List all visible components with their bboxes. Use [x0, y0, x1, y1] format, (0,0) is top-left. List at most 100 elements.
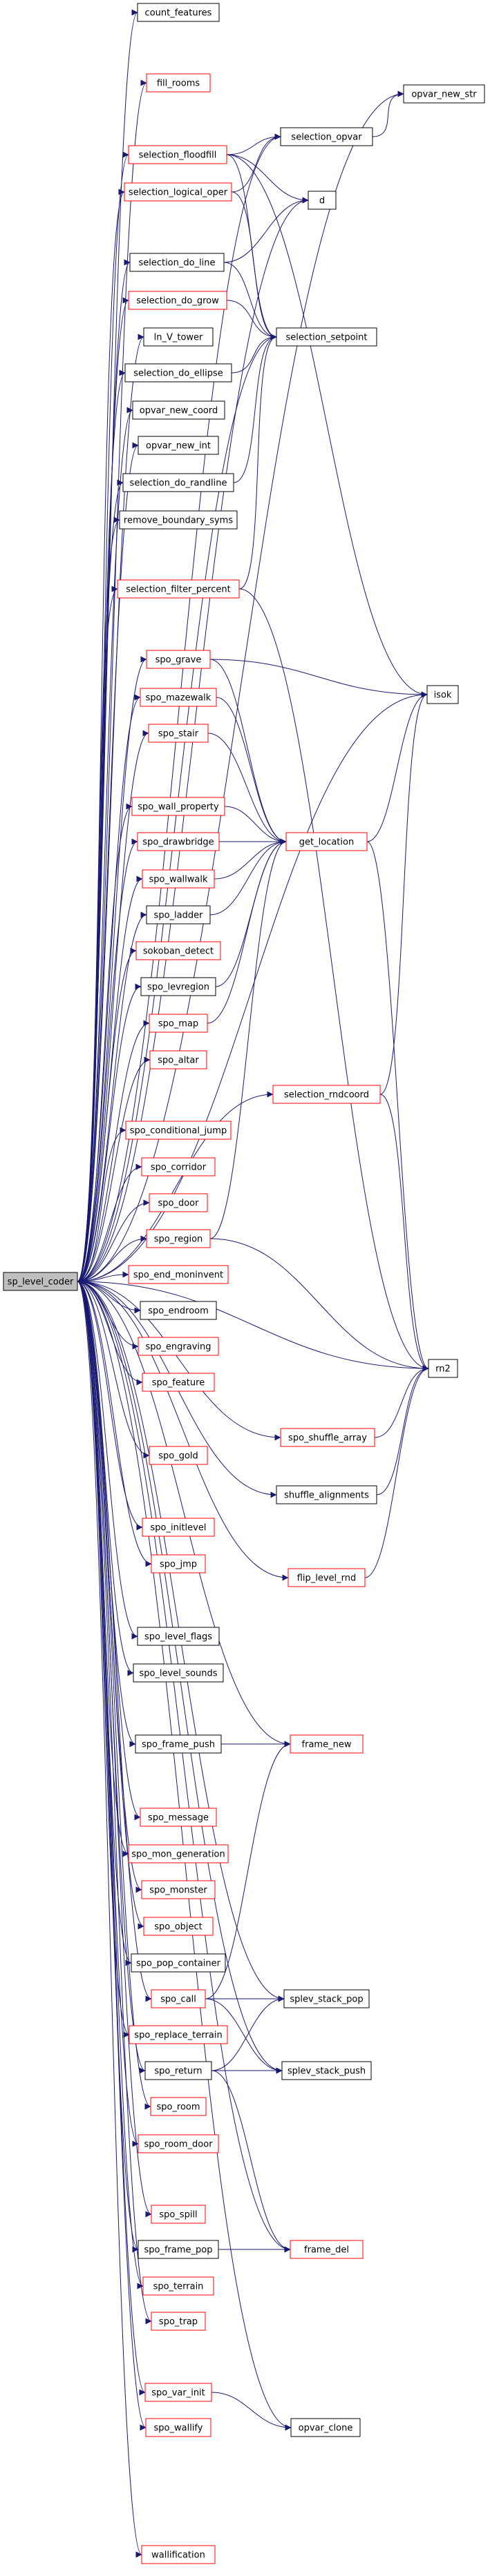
node-box[interactable]: [151, 1989, 206, 2008]
node-spo_stair[interactable]: spo_stair: [148, 724, 209, 743]
node-box[interactable]: [149, 1446, 208, 1465]
node-count_features[interactable]: count_features: [137, 3, 220, 22]
node-rn2[interactable]: rn2: [428, 1359, 458, 1378]
node-spo_conditional_jump[interactable]: spo_conditional_jump: [125, 1121, 232, 1140]
node-box[interactable]: [272, 1085, 381, 1104]
node-spo_frame_pop[interactable]: spo_frame_pop: [138, 2240, 219, 2259]
node-spo_grave[interactable]: spo_grave: [146, 650, 211, 669]
node-spo_feature[interactable]: spo_feature: [142, 1373, 215, 1392]
node-spo_jmp[interactable]: spo_jmp: [151, 1554, 206, 1573]
node-spo_wallwalk[interactable]: spo_wallwalk: [142, 869, 215, 889]
node-box[interactable]: [280, 127, 373, 146]
node-box[interactable]: [138, 2240, 219, 2259]
node-box[interactable]: [142, 2276, 214, 2296]
node-spo_mazewalk[interactable]: spo_mazewalk: [140, 688, 217, 707]
node-box[interactable]: [128, 291, 227, 310]
node-box[interactable]: [137, 1627, 220, 1646]
node-box[interactable]: [129, 2025, 228, 2044]
node-box[interactable]: [149, 1014, 208, 1033]
node-frame_del[interactable]: frame_del: [290, 2240, 364, 2259]
node-spo_pop_container[interactable]: spo_pop_container: [131, 1953, 226, 1973]
node-box[interactable]: [128, 1844, 229, 1863]
node-spo_monster[interactable]: spo_monster: [141, 1880, 216, 1899]
node-spo_wallify[interactable]: spo_wallify: [145, 2418, 211, 2437]
node-box[interactable]: [144, 2061, 212, 2080]
node-box[interactable]: [290, 2240, 364, 2259]
node-box[interactable]: [143, 327, 214, 347]
node-box[interactable]: [138, 2134, 219, 2153]
node-box[interactable]: [132, 400, 225, 420]
node-box[interactable]: [119, 510, 238, 530]
node-splev_stack_push[interactable]: splev_stack_push: [281, 2061, 372, 2080]
node-box[interactable]: [140, 1808, 217, 1827]
node-spo_level_flags[interactable]: spo_level_flags: [137, 1627, 220, 1646]
node-spo_wall_property[interactable]: spo_wall_property: [131, 797, 225, 816]
node-box[interactable]: [128, 1265, 229, 1284]
node-selection_do_line[interactable]: selection_do_line: [129, 253, 225, 272]
node-box[interactable]: [117, 579, 240, 599]
node-opvar_clone[interactable]: opvar_clone: [290, 2418, 361, 2437]
node-box[interactable]: [280, 1428, 375, 1447]
node-spo_object[interactable]: spo_object: [143, 1917, 214, 1936]
node-spo_trap[interactable]: spo_trap: [151, 2312, 206, 2331]
node-frame_new[interactable]: frame_new: [290, 1734, 364, 1754]
node-box[interactable]: [308, 191, 337, 210]
node-selection_floodfill[interactable]: selection_floodfill: [128, 145, 227, 164]
node-spo_message[interactable]: spo_message: [140, 1808, 217, 1827]
node-box[interactable]: [426, 685, 459, 704]
node-get_location[interactable]: get_location: [285, 832, 368, 851]
node-box[interactable]: [140, 977, 216, 996]
node-selection_setpoint[interactable]: selection_setpoint: [276, 327, 377, 347]
node-box[interactable]: [149, 1050, 207, 1069]
node-box[interactable]: [140, 688, 217, 707]
node-spo_gold[interactable]: spo_gold: [149, 1446, 208, 1465]
node-box[interactable]: [145, 2418, 211, 2437]
node-box[interactable]: [146, 1229, 211, 1248]
node-d[interactable]: d: [308, 191, 337, 210]
node-box[interactable]: [142, 869, 215, 889]
node-spo_room_door[interactable]: spo_room_door: [138, 2134, 219, 2153]
node-selection_logical_oper[interactable]: selection_logical_oper: [124, 182, 232, 202]
node-opvar_new_str[interactable]: opvar_new_str: [403, 84, 485, 104]
node-box[interactable]: [151, 2205, 206, 2224]
node-box[interactable]: [3, 1272, 78, 1291]
node-selection_do_grow[interactable]: selection_do_grow: [128, 291, 227, 310]
node-box[interactable]: [129, 253, 225, 272]
node-box[interactable]: [124, 182, 232, 202]
node-wallification[interactable]: wallification: [141, 2545, 216, 2564]
node-box[interactable]: [138, 436, 219, 455]
node-box[interactable]: [146, 650, 211, 669]
node-box[interactable]: [141, 1157, 216, 1176]
node-box[interactable]: [124, 363, 232, 382]
node-opvar_new_coord[interactable]: opvar_new_coord: [132, 400, 225, 420]
node-box[interactable]: [148, 724, 209, 743]
node-selection_rndcoord[interactable]: selection_rndcoord: [272, 1085, 381, 1104]
node-box[interactable]: [143, 1917, 214, 1936]
node-spo_replace_terrain[interactable]: spo_replace_terrain: [129, 2025, 228, 2044]
node-box[interactable]: [133, 1663, 224, 1683]
node-sp_level_coder[interactable]: sp_level_coder: [3, 1272, 78, 1291]
node-box[interactable]: [288, 1568, 366, 1587]
node-box[interactable]: [137, 3, 220, 22]
node-box[interactable]: [122, 473, 234, 492]
node-spo_spill[interactable]: spo_spill: [151, 2205, 206, 2224]
node-box[interactable]: [141, 1880, 216, 1899]
node-spo_initlevel[interactable]: spo_initlevel: [142, 1518, 215, 1537]
node-spo_return[interactable]: spo_return: [144, 2061, 212, 2080]
node-box[interactable]: [428, 1359, 458, 1378]
node-spo_var_init[interactable]: spo_var_init: [144, 2383, 212, 2402]
node-box[interactable]: [131, 1953, 226, 1973]
node-box[interactable]: [140, 1301, 217, 1320]
node-opvar_new_int[interactable]: opvar_new_int: [138, 436, 219, 455]
node-spo_end_moninvent[interactable]: spo_end_moninvent: [128, 1265, 229, 1284]
node-sokoban_detect[interactable]: sokoban_detect: [135, 941, 221, 960]
node-flip_level_rnd[interactable]: flip_level_rnd: [288, 1568, 366, 1587]
node-box[interactable]: [276, 1485, 377, 1504]
node-box[interactable]: [128, 145, 227, 164]
node-box[interactable]: [276, 327, 377, 347]
node-box[interactable]: [149, 1193, 208, 1212]
node-ln_V_tower[interactable]: ln_V_tower: [143, 327, 214, 347]
node-fill_rooms[interactable]: fill_rooms: [146, 73, 211, 93]
node-isok[interactable]: isok: [426, 685, 459, 704]
node-box[interactable]: [146, 73, 211, 93]
